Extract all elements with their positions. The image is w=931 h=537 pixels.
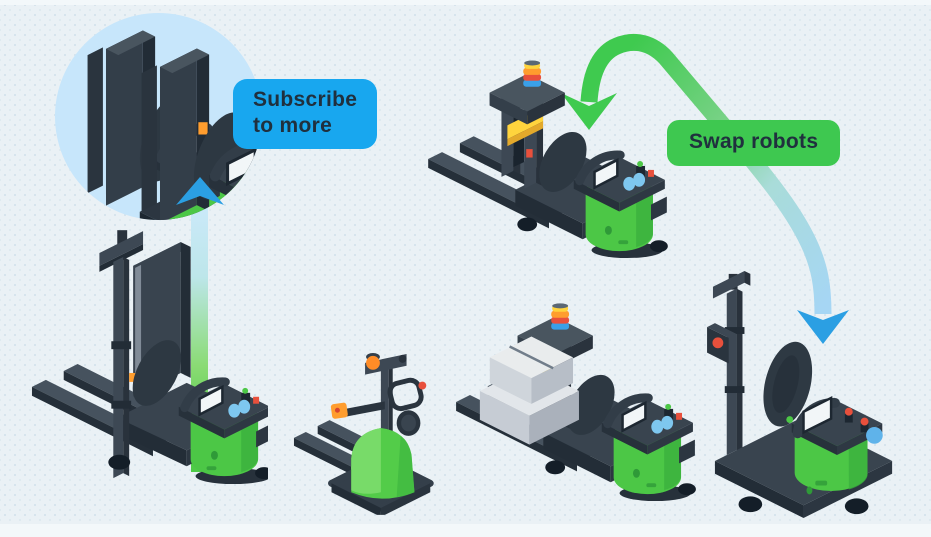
swap-arrowhead-blue (797, 310, 849, 344)
robot-tow-tugger (699, 268, 911, 520)
cargo-boxes (479, 336, 579, 445)
top-edge-strip (0, 0, 931, 5)
robot-pallet-truck (292, 342, 450, 515)
robot-counterbalance-stacker-loaded (452, 288, 700, 506)
docked-stackers-illustration (55, 13, 262, 220)
subscribe-callout-line2: to more (253, 114, 333, 138)
swap-arrowhead-green (561, 93, 617, 130)
zoom-pointer-icon (176, 177, 224, 205)
subscribe-callout[interactable]: Subscribe to more (233, 79, 378, 150)
subscribe-callout-line1: Subscribe (253, 88, 358, 111)
swap-callout-label: Swap robots (689, 130, 819, 153)
robot-fleet-inset-bubble (55, 13, 262, 220)
bottom-edge-strip (0, 524, 931, 537)
robot-counterbalance-stacker (424, 60, 672, 263)
swap-callout[interactable]: Swap robots (667, 120, 841, 167)
robot-tall-mast-stacker (30, 222, 268, 518)
